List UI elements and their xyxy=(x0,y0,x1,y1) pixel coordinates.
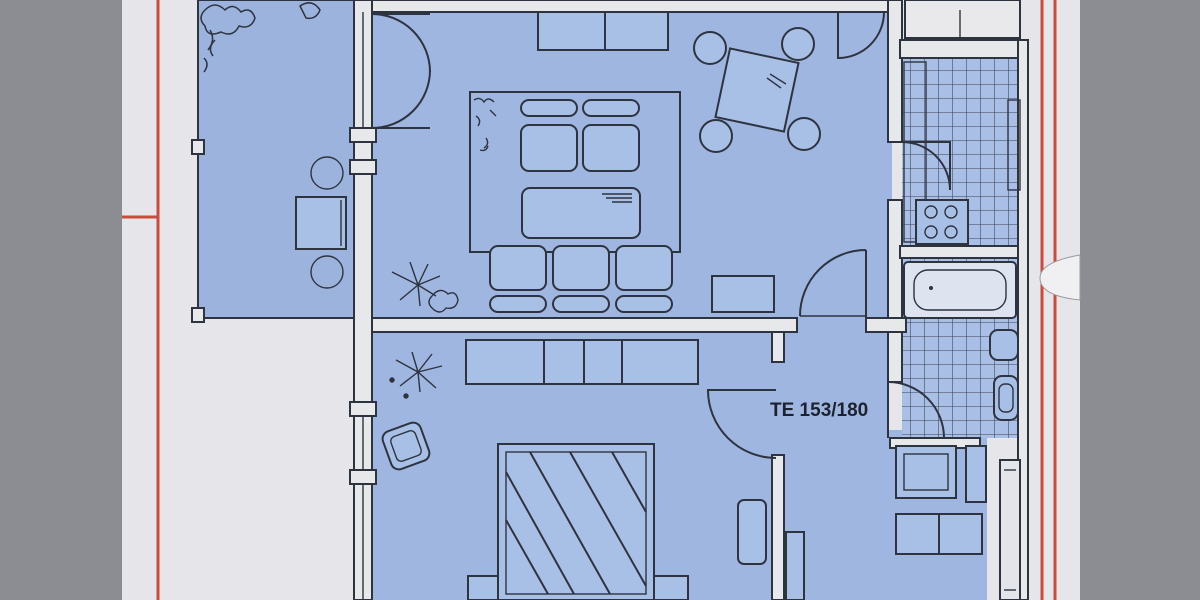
kitchen-fixtures xyxy=(903,61,1021,245)
coffee-table xyxy=(521,187,641,239)
top-right-room xyxy=(904,0,1021,39)
terrace-chair-bottom xyxy=(310,255,344,289)
right-margin xyxy=(1080,0,1200,600)
terrace-table xyxy=(295,196,347,250)
plant-icon xyxy=(391,261,459,313)
bed-hatch-icon xyxy=(497,443,655,600)
armchair-icon xyxy=(381,421,431,471)
paper-notch xyxy=(1039,254,1081,301)
hall-fixtures xyxy=(895,445,1021,600)
unit-label: TE 153/180 xyxy=(770,400,868,421)
terrace-chair-top xyxy=(310,156,344,190)
bedroom-furniture xyxy=(381,339,805,600)
left-margin xyxy=(0,0,122,600)
sink-icon xyxy=(993,375,1019,421)
bush-icon xyxy=(200,2,321,73)
plant-icon xyxy=(389,351,443,399)
bathtub-icon xyxy=(903,261,1017,319)
red-frame xyxy=(122,0,1057,600)
toilet-icon xyxy=(989,329,1019,361)
terrace xyxy=(191,0,357,323)
door-swing-icon xyxy=(371,11,951,459)
walls xyxy=(349,0,1029,600)
bathroom-fixtures xyxy=(903,261,1019,421)
dining-table xyxy=(714,47,800,133)
living-furniture xyxy=(469,11,821,313)
stove-burner-icon xyxy=(924,205,958,239)
